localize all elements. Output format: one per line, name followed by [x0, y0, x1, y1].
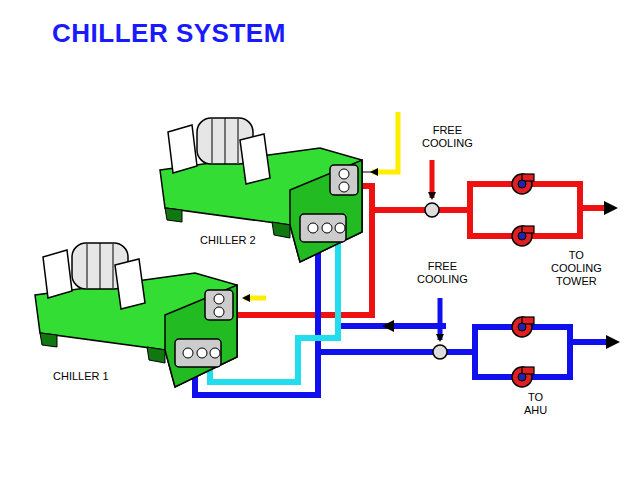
pump — [512, 317, 534, 337]
chiller-label: CHILLER 2 — [200, 234, 256, 247]
refrigerant-line — [372, 112, 398, 172]
flow-arrowhead — [604, 201, 618, 215]
pump — [512, 367, 534, 387]
yellow-arrowhead — [362, 172, 372, 173]
free-cooling-arrow — [430, 160, 435, 198]
chiller-label: CHILLER 1 — [53, 370, 109, 383]
flow-arrowhead — [382, 320, 394, 332]
valve-body — [425, 203, 439, 217]
pump — [512, 226, 534, 246]
chiller-1 — [35, 243, 237, 387]
condenser-pipe — [362, 186, 470, 210]
free-cooling-arrow — [438, 298, 443, 340]
valve-body — [433, 345, 447, 359]
outlet-pipe — [570, 339, 606, 345]
three-way-valve — [433, 345, 447, 359]
refrigerant-line — [244, 296, 266, 301]
chilled-pipe — [318, 349, 475, 355]
pump — [512, 174, 534, 194]
outlet-pipe — [580, 205, 604, 211]
destination-label: TO AHU — [524, 391, 547, 417]
chiller-2 — [160, 118, 362, 262]
return-pipe — [335, 242, 341, 326]
free-cooling-label: FREE COOLING — [417, 260, 468, 286]
destination-label: TO COOLING TOWER — [551, 249, 602, 288]
flow-arrowhead — [606, 335, 620, 349]
diagram-title: CHILLER SYSTEM — [52, 18, 286, 49]
three-way-valve — [425, 203, 439, 217]
free-cooling-label: FREE COOLING — [422, 124, 473, 150]
